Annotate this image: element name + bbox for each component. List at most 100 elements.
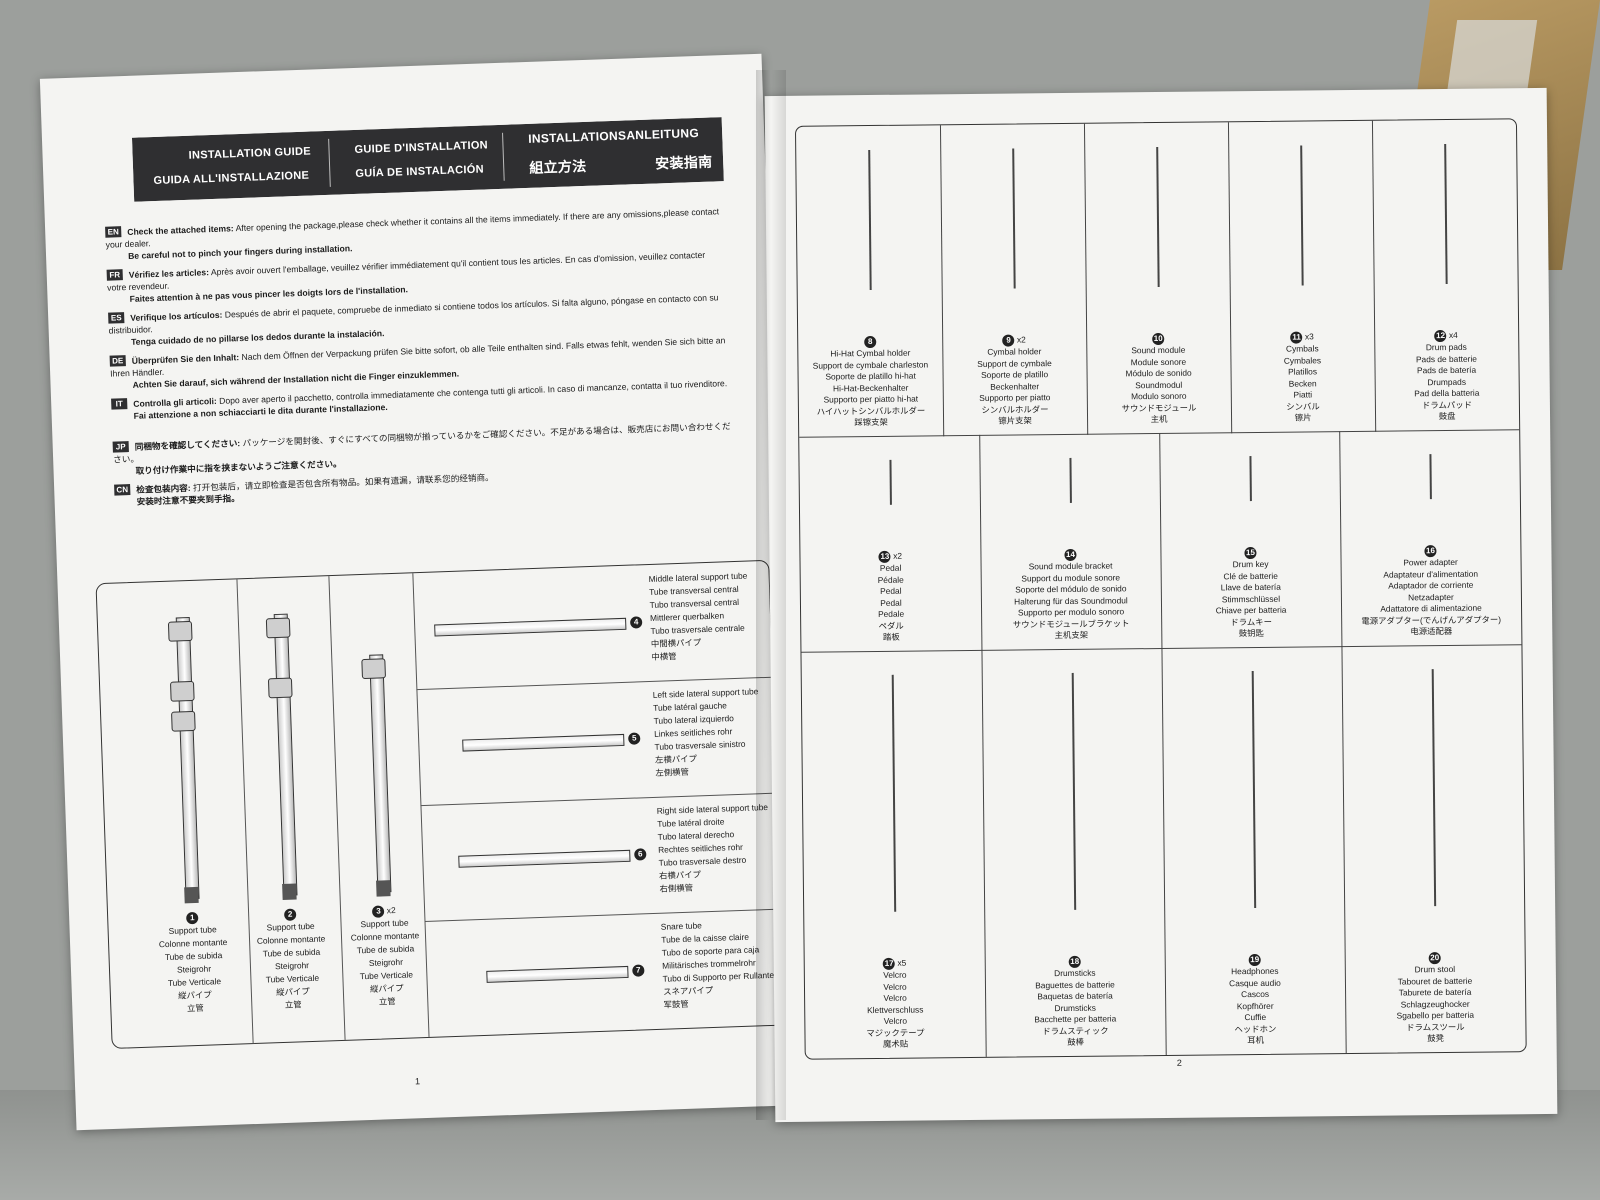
part-name: 踏板 — [882, 631, 900, 642]
header-divider — [328, 139, 331, 187]
page-number-right: 2 — [1176, 1057, 1182, 1068]
part-number: 6 — [634, 848, 647, 861]
part-quantity: x4 — [1446, 329, 1458, 340]
part-number: 18 — [1068, 955, 1081, 968]
part-name: 鼓凳 — [1427, 1033, 1444, 1044]
part-illustration — [1300, 145, 1342, 286]
instruction-heading: Check the attached items: — [127, 223, 234, 237]
tube-drawing — [486, 965, 629, 983]
tube-clamp — [169, 680, 195, 702]
part-number: 5 — [628, 732, 641, 745]
instruction-heading: Verifique los artículos: — [130, 309, 223, 323]
header-jp: 安装指南 — [654, 153, 713, 172]
header-banner: INSTALLATION GUIDE GUIDA ALL'INSTALLAZIO… — [132, 117, 724, 202]
instruction-heading: 同梱物を確認してください: — [134, 438, 241, 452]
part-name: 镲片 — [1294, 412, 1312, 423]
part-illustration — [1429, 453, 1470, 500]
language-code: CN — [114, 484, 131, 496]
part-number: 20 — [1428, 952, 1441, 965]
part-name: ハイハットシンバルホルダー — [816, 404, 926, 417]
part-name: 电源适配器 — [1410, 625, 1453, 637]
tube-clamp — [167, 620, 193, 642]
part-number: 10 — [1152, 332, 1165, 346]
part-illustration — [891, 674, 935, 912]
part-name: 鼓棒 — [1067, 1036, 1084, 1048]
language-code: ES — [108, 312, 125, 324]
part-number: 1 — [186, 911, 199, 925]
book-spine — [756, 70, 786, 1120]
part-illustration — [1156, 146, 1198, 288]
part-name: 主机 — [1150, 413, 1168, 425]
part-name: Support de cymbale charleston — [812, 358, 929, 371]
part-number: 8 — [864, 335, 877, 349]
part-illustration — [1071, 672, 1115, 910]
language-code: EN — [105, 226, 122, 238]
part-number: 11 — [1290, 331, 1303, 344]
part-name: 魔术贴 — [882, 1038, 909, 1049]
part-number: 7 — [632, 964, 645, 977]
part-quantity: x2 — [384, 905, 396, 916]
language-code: FR — [106, 269, 123, 281]
part-number: 9 — [1002, 334, 1015, 347]
part-illustration — [1431, 668, 1475, 907]
part-name: 電源アダプター(でんげんアダプター) — [1361, 613, 1501, 626]
part-name: 踩镲支架 — [854, 416, 888, 428]
part-quantity: x2 — [1014, 334, 1026, 345]
part-number: 17 — [883, 957, 896, 970]
part-illustration — [1249, 455, 1290, 502]
header-fr: GUIDE D'INSTALLATION — [354, 139, 489, 156]
tube-foot — [184, 886, 199, 904]
part-number: 19 — [1248, 953, 1261, 967]
instruction-heading: Überprüfen Sie den Inhalt: — [131, 352, 240, 366]
part-name: 镲片支架 — [998, 415, 1032, 426]
part-illustration — [1012, 148, 1054, 289]
part-quantity: x2 — [890, 550, 903, 561]
part-quantity: x3 — [1302, 331, 1314, 342]
part-number: 3 — [372, 905, 385, 918]
tube-drawing — [434, 617, 627, 637]
part-number: 15 — [1244, 546, 1257, 560]
part-number: 14 — [1064, 548, 1077, 562]
part-name: 耳机 — [1247, 1034, 1264, 1046]
tube-foot — [282, 883, 297, 900]
part-name: 主机支架 — [1054, 629, 1089, 641]
header-it: GUIDA ALL'INSTALLAZIONE — [153, 169, 310, 188]
part-illustration — [1251, 670, 1295, 909]
left-page: INSTALLATION GUIDE GUIDA ALL'INSTALLAZIO… — [39, 53, 799, 1131]
tube-drawing — [462, 733, 625, 752]
header-zh: 組立方法 — [528, 157, 587, 176]
part-name: 鼓钥匙 — [1238, 627, 1264, 639]
part-number: 16 — [1424, 545, 1437, 558]
part-number: 12 — [1434, 329, 1447, 343]
part-illustration — [1069, 457, 1110, 503]
